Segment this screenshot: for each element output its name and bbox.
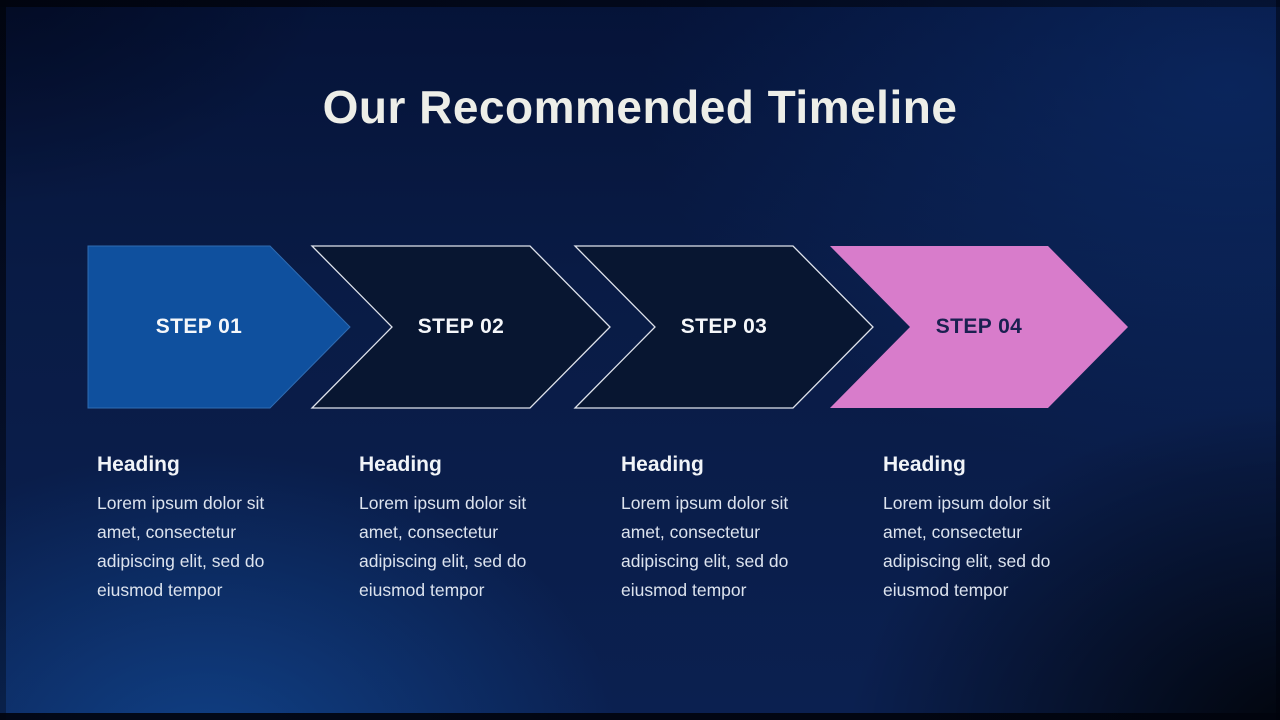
step-column-3: Heading Lorem ipsum dolor sit amet, cons… <box>621 452 843 605</box>
step-column-1: Heading Lorem ipsum dolor sit amet, cons… <box>97 452 319 605</box>
slide-edge-bottom <box>0 713 1280 720</box>
column-description: Lorem ipsum dolor sit amet, consectetur … <box>97 493 265 600</box>
column-heading: Heading <box>359 453 442 476</box>
column-description: Lorem ipsum dolor sit amet, consectetur … <box>621 493 789 600</box>
column-heading: Heading <box>883 453 966 476</box>
step-01-label: STEP 01 <box>155 315 243 338</box>
column-description: Lorem ipsum dolor sit amet, consectetur … <box>359 493 527 600</box>
step-column-4: Heading Lorem ipsum dolor sit amet, cons… <box>883 452 1105 605</box>
column-heading: Heading <box>621 453 704 476</box>
step-03-label: STEP 03 <box>680 315 768 338</box>
slide-edge-top <box>0 0 1280 7</box>
step-column-2: Heading Lorem ipsum dolor sit amet, cons… <box>359 452 581 605</box>
step-04-label: STEP 04 <box>935 315 1023 338</box>
column-heading: Heading <box>97 453 180 476</box>
step-02-label: STEP 02 <box>417 315 505 338</box>
slide-title: Our Recommended Timeline <box>322 81 958 133</box>
column-description: Lorem ipsum dolor sit amet, consectetur … <box>883 493 1051 600</box>
